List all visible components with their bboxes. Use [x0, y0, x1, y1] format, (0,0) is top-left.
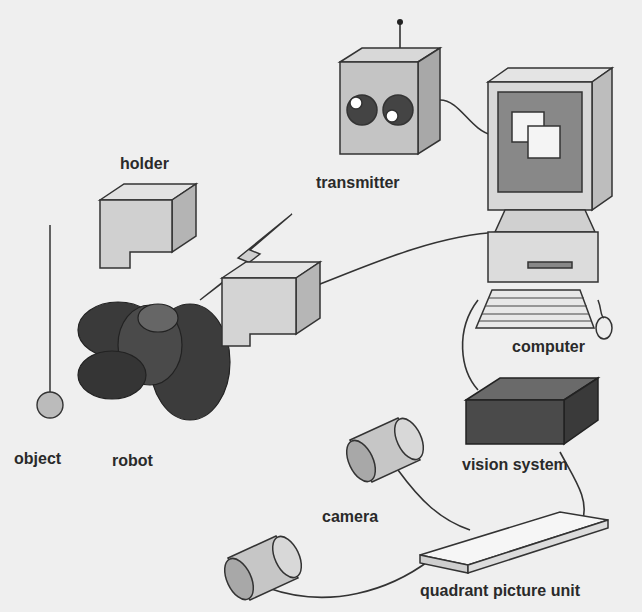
computer-icon: [476, 68, 612, 339]
wire: [463, 300, 478, 390]
vision-system-label: vision system: [462, 456, 568, 474]
robot-body: [78, 302, 230, 420]
robot-label: robot: [112, 452, 153, 470]
holder-label: holder: [120, 155, 169, 173]
vision-system-box: [466, 378, 598, 444]
camera-label: camera: [322, 508, 378, 526]
antenna: [399, 22, 401, 48]
wire: [318, 232, 500, 285]
camera-icon: [219, 532, 307, 604]
transmitter-box: [340, 48, 440, 154]
antenna-tip: [397, 19, 403, 25]
object-ball: [37, 392, 63, 418]
holder-block: [100, 184, 196, 268]
quadrant-unit-label: quadrant picture unit: [420, 582, 580, 600]
object-label: object: [14, 450, 61, 468]
transmitter-label: transmitter: [316, 174, 400, 192]
wire: [440, 100, 492, 135]
holder-block: [222, 262, 320, 346]
keyboard-keys: [479, 298, 591, 321]
camera-icon: [341, 414, 429, 486]
object-rod: [49, 225, 51, 392]
wire: [398, 470, 470, 530]
computer-label: computer: [512, 338, 585, 356]
quadrant-unit-box: [420, 512, 608, 573]
